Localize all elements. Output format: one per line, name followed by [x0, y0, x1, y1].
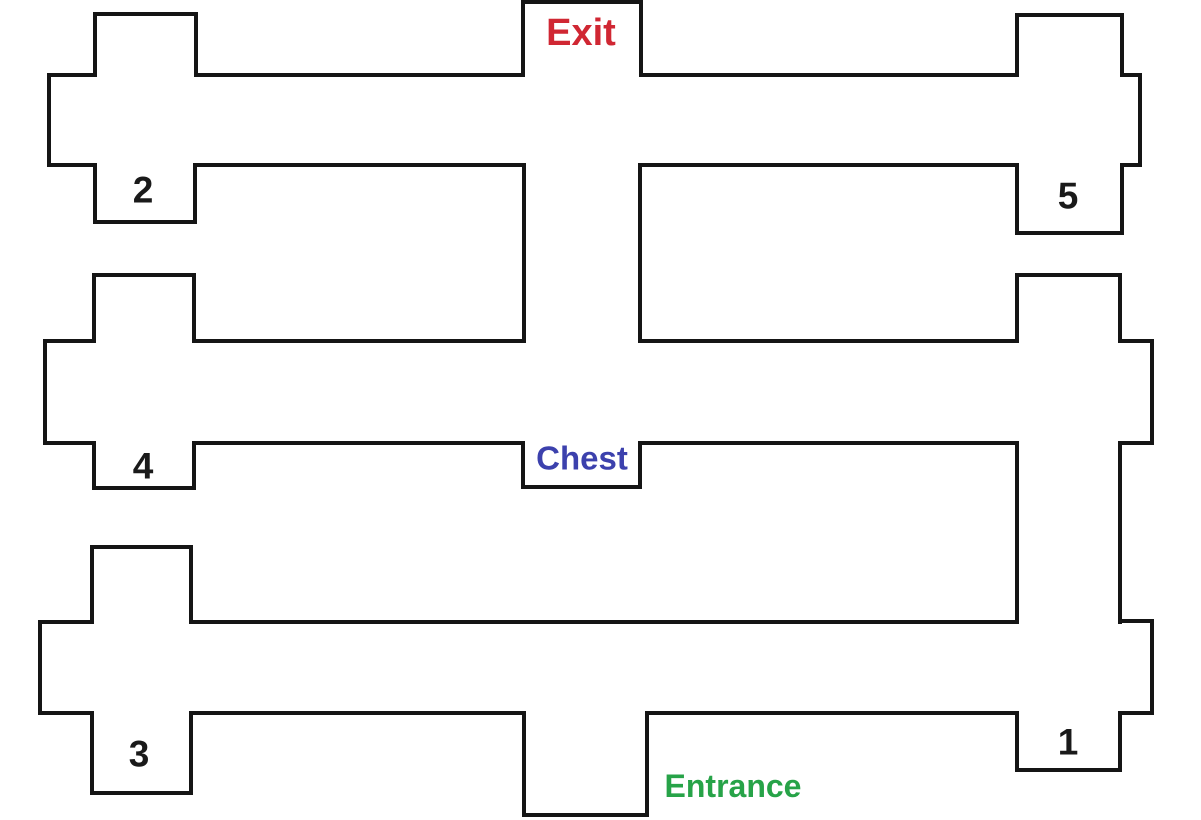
entrance-label: Entrance [665, 768, 802, 804]
room-3-label: 3 [129, 734, 150, 775]
exit-label: Exit [546, 12, 616, 54]
room-5-label: 5 [1058, 176, 1079, 217]
chest-label: Chest [536, 440, 628, 477]
room-2-label: 2 [133, 170, 154, 211]
room-4-label: 4 [133, 446, 154, 487]
room-1-label: 1 [1058, 722, 1079, 763]
